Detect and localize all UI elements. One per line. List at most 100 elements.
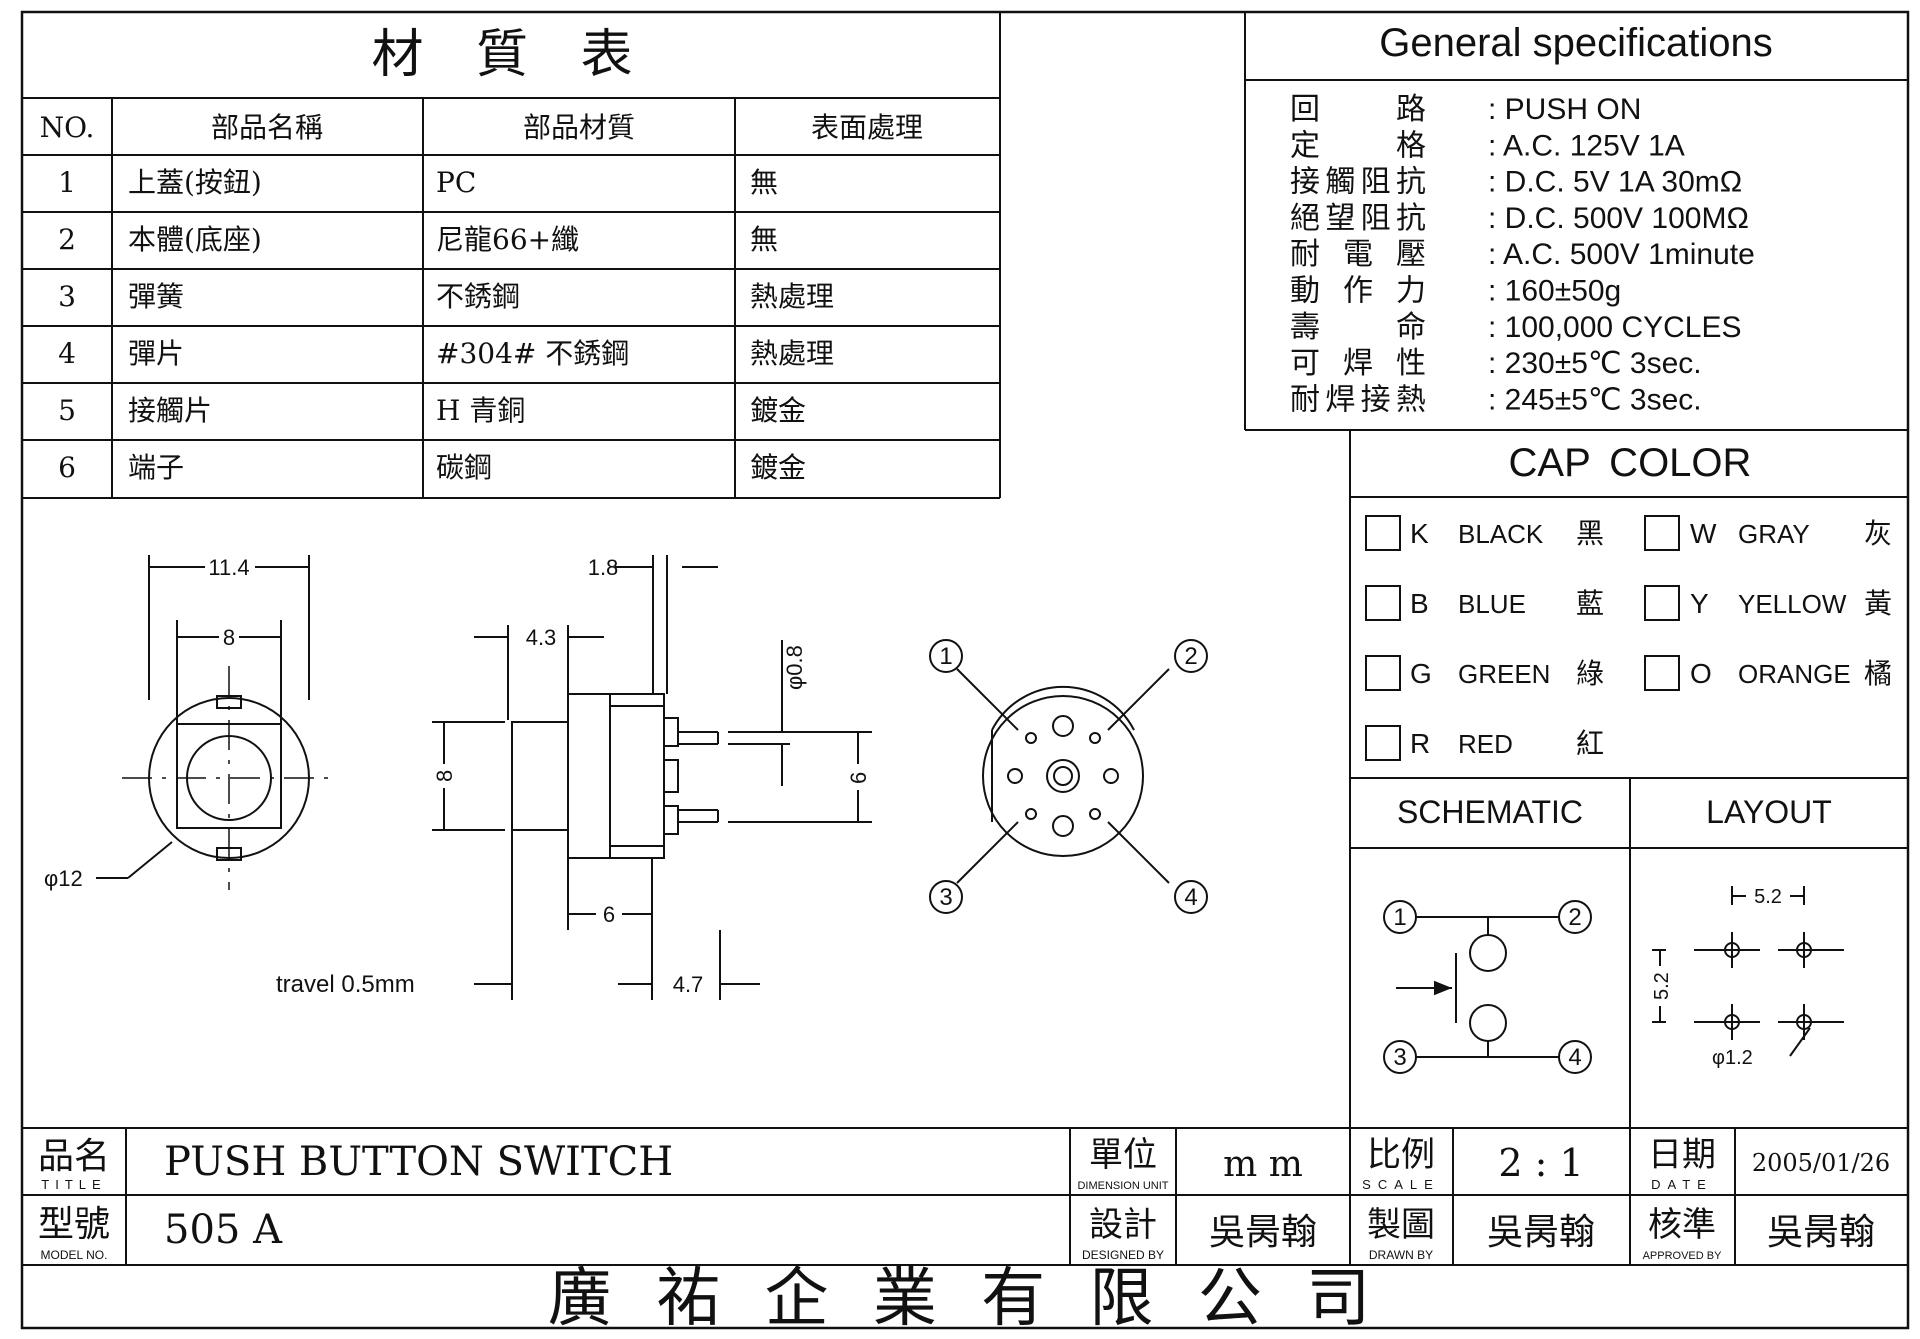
spec-value: : 245±5℃ 3sec. [1488, 383, 1702, 416]
schematic-title: SCHEMATIC [1397, 794, 1583, 830]
spec-label: 動 作 力 [1290, 274, 1426, 309]
spec-value: : 160±50g [1488, 275, 1621, 308]
spec-label: 絕望阻抗 [1290, 201, 1426, 236]
schematic-pin-3: 3 [1393, 1044, 1406, 1071]
cap-color-checkboxes [1365, 515, 1680, 761]
header-surface: 表面處理 [811, 111, 923, 144]
scale-value: 2 : 1 [1498, 1141, 1583, 1185]
material-cell: 上蓋(按鈕) [128, 166, 262, 199]
spec-label: 耐 電 壓 [1290, 237, 1426, 272]
checkbox-o[interactable] [1644, 655, 1680, 691]
dim-side-pin-dia: φ0.8 [782, 645, 807, 690]
material-cell: 接觸片 [128, 394, 212, 427]
spec-value: : D.C. 500V 100MΩ [1488, 202, 1749, 235]
right-panel-frame [1349, 430, 1908, 1128]
title-block-frame [22, 1127, 1908, 1266]
material-cell: 尼龍66+纖 [436, 223, 579, 256]
schematic-pin-4: 4 [1568, 1044, 1581, 1071]
material-cell: 1 [58, 166, 76, 199]
dim-side-pin: 1.8 [588, 555, 619, 580]
checkbox-b[interactable] [1365, 585, 1401, 621]
cap-color-name: RED [1458, 729, 1513, 759]
pin-4-marker [1174, 880, 1208, 914]
material-cell: 端子 [128, 451, 184, 484]
spec-value: : A.C. 500V 1minute [1488, 238, 1755, 271]
material-cell: H 青銅 [436, 394, 525, 427]
material-cell: 不銹鋼 [436, 280, 520, 313]
sheet-border [20, 10, 1910, 1330]
cap-color-code: W [1690, 518, 1717, 549]
specs-frame [1244, 12, 1908, 431]
spec-value: : A.C. 125V 1A [1488, 129, 1685, 162]
checkbox-w[interactable] [1644, 515, 1680, 551]
company-name: 廣 祐 企 業 有 限 公 司 [548, 1262, 1382, 1336]
model-label-cn: 型號 [38, 1204, 110, 1245]
checkbox-y[interactable] [1644, 585, 1680, 621]
layout-title: LAYOUT [1706, 794, 1832, 830]
scale-label-cn: 比例 [1367, 1135, 1435, 1175]
scale-label-en: SCALE [1362, 1177, 1440, 1192]
drawn-label-en: DRAWN BY [1369, 1248, 1433, 1262]
unit-label-en: DIMENSION UNIT [1077, 1180, 1168, 1192]
material-cell: 3 [58, 280, 76, 313]
pin-1-marker [929, 639, 963, 673]
cap-color-cn: 黑 [1576, 517, 1604, 550]
material-cell: 鍍金 [750, 451, 806, 484]
pin-view-drawing [929, 639, 1208, 914]
cap-color-cn: 綠 [1576, 657, 1604, 690]
designed-label-cn: 設計 [1089, 1205, 1157, 1245]
side-view-drawing [432, 555, 872, 1000]
approved-value: 吳昺翰 [1767, 1212, 1875, 1253]
header-material: 部品材質 [523, 111, 635, 144]
cap-color-name: GREEN [1458, 659, 1550, 689]
dim-side-43: 4.3 [526, 625, 557, 650]
material-table-title: 材 質 表 [371, 25, 650, 85]
travel-label: travel 0.5mm [276, 971, 415, 998]
dim-layout-y: 5.2 [1651, 972, 1673, 1000]
cap-color-code: Y [1690, 588, 1709, 619]
checkbox-k[interactable] [1365, 515, 1401, 551]
cap-color-code: B [1410, 588, 1429, 619]
spec-label: 定 格 [1290, 128, 1426, 163]
schematic-pin-2: 2 [1568, 904, 1581, 931]
date-label-en: DATE [1651, 1177, 1713, 1192]
material-cell: 6 [58, 451, 76, 484]
spec-label: 可 焊 性 [1290, 346, 1426, 381]
pin-4-label: 4 [1184, 884, 1197, 911]
header-part-name: 部品名稱 [211, 111, 323, 144]
date-value: 2005/01/26 [1752, 1149, 1890, 1177]
material-cell: 4 [58, 337, 76, 370]
checkbox-g[interactable] [1365, 655, 1401, 691]
front-view-drawing [96, 555, 336, 890]
header-no: NO. [40, 111, 95, 144]
cap-color-code: O [1690, 658, 1712, 689]
material-cell: PC [436, 166, 476, 199]
model-value: 505 A [164, 1207, 283, 1253]
title-label-cn: 品名 [38, 1136, 110, 1177]
pin-2-label: 2 [1184, 643, 1197, 670]
dim-side-pin-spacing: 6 [846, 772, 871, 784]
designed-value: 吳昺翰 [1209, 1212, 1317, 1253]
spec-value: : 230±5℃ 3sec. [1488, 347, 1702, 380]
dim-side-height: 8 [432, 770, 457, 782]
cap-color-cn: 紅 [1576, 727, 1604, 760]
spec-label: 耐焊接熱 [1290, 382, 1426, 417]
checkbox-r[interactable] [1365, 725, 1401, 761]
pin-1-label: 1 [939, 643, 952, 670]
cap-color-cn: 橘 [1864, 657, 1892, 690]
material-cell: #304# 不銹鋼 [436, 337, 629, 370]
model-label-en: MODEL NO. [41, 1248, 108, 1262]
material-cell: 熱處理 [750, 280, 834, 313]
unit-value: m m [1223, 1144, 1303, 1185]
material-cell: 本體(底座) [128, 223, 262, 256]
material-cell: 2 [58, 223, 76, 256]
spec-label: 壽 命 [1290, 310, 1426, 345]
dim-side-travel-len: 4.7 [673, 972, 704, 997]
material-cell: 無 [750, 166, 778, 199]
material-cell: 彈簧 [128, 280, 184, 313]
drawn-label-cn: 製圖 [1367, 1205, 1435, 1245]
cap-color-name: BLUE [1458, 589, 1526, 619]
